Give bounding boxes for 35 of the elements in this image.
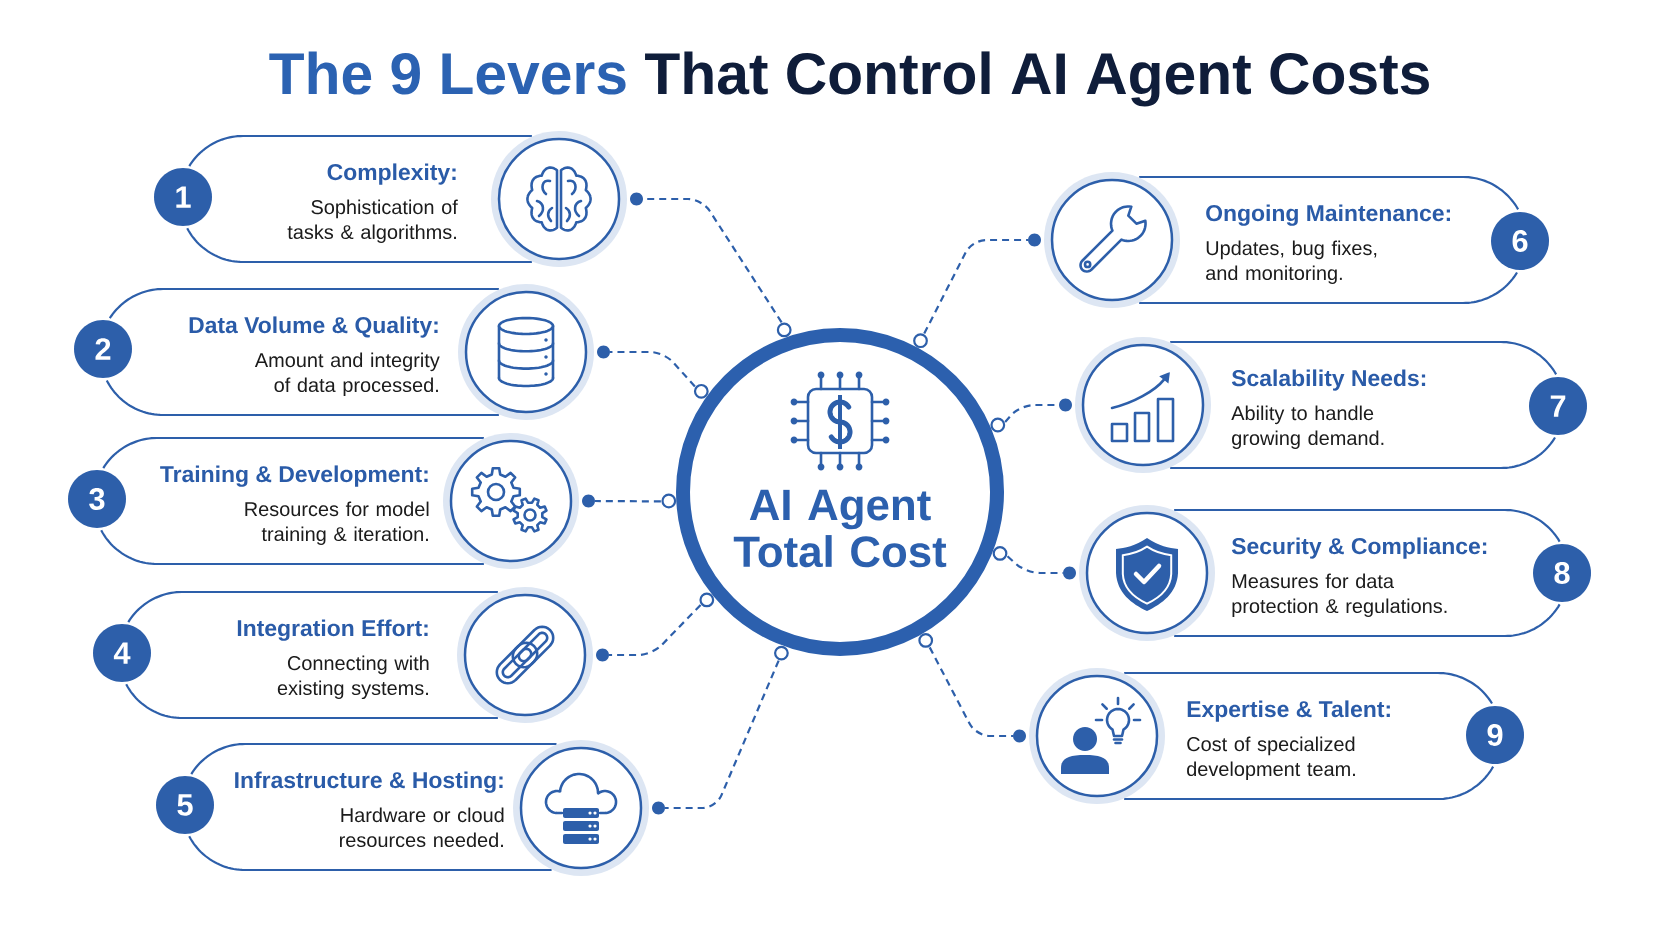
card-description: Updates, bug fixes, and monitoring.	[1206, 240, 1377, 285]
card-description: Amount and integrity of data processed.	[254, 352, 440, 397]
card-heading: Complexity:	[327, 163, 456, 185]
card-heading: Ongoing Maintenance:	[1206, 204, 1450, 226]
number-badge: 9	[1466, 706, 1524, 764]
dashed-connector	[928, 646, 1013, 738]
card-heading: Scalability Needs:	[1231, 369, 1426, 391]
number-badge: 1	[154, 168, 212, 226]
card-description: Cost of specialized development team.	[1187, 736, 1355, 781]
dashed-connector	[665, 660, 780, 810]
card-heading: Data Volume & Quality:	[189, 316, 438, 338]
card-description: Connecting with existing systems.	[277, 655, 429, 700]
card-heading: Integration Effort:	[237, 619, 428, 641]
number-badge: 4	[93, 624, 151, 682]
number-badge: 6	[1491, 212, 1549, 270]
number-badge: 7	[1529, 377, 1587, 435]
dashed-connector	[609, 604, 702, 657]
card-description: Ability to handle growing demand.	[1231, 405, 1384, 450]
hub-label: AI Agent Total Cost	[733, 489, 947, 568]
card-description: Hardware or cloud resources needed.	[340, 807, 504, 848]
card-heading: Training & Development:	[160, 465, 428, 487]
card-heading: Infrastructure & Hosting:	[235, 771, 503, 793]
dashed-connector	[595, 499, 661, 503]
number-badge: 3	[68, 470, 126, 528]
card-description: Sophistication of tasks & algorithms.	[287, 199, 458, 244]
dashed-connector	[610, 350, 696, 388]
number-badge: 8	[1533, 544, 1591, 602]
number-badge: 2	[74, 320, 132, 378]
card-description: Measures for data protection & regulations.	[1232, 573, 1447, 618]
number-badge: 5	[156, 776, 214, 834]
dashed-connector	[923, 238, 1028, 335]
title: The 9 Levers That Control AI Agent Costs	[269, 51, 1429, 107]
card-heading: Expertise & Talent:	[1187, 700, 1390, 722]
card-description: Resources for model training & iteration.	[245, 501, 429, 546]
card-heading: Security & Compliance:	[1231, 537, 1487, 559]
